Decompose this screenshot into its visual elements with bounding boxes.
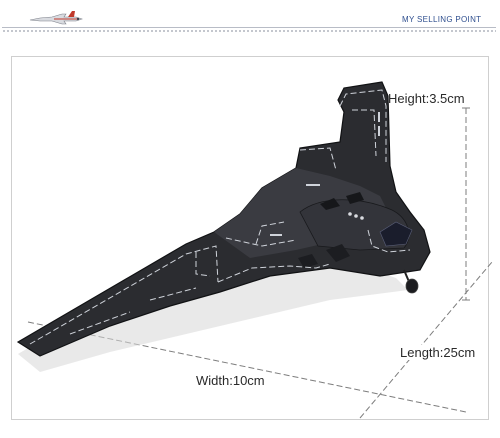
fighter-jet-icon [29, 11, 83, 25]
height-label: Height:3.5cm [388, 91, 465, 106]
bomber-model [16, 81, 431, 372]
width-label: Width:10cm [194, 373, 267, 388]
length-label: Length:25cm [398, 345, 478, 360]
header-dotted-rule [2, 30, 496, 32]
header-divider [2, 27, 496, 28]
section-title: MY SELLING POINT [402, 15, 482, 24]
